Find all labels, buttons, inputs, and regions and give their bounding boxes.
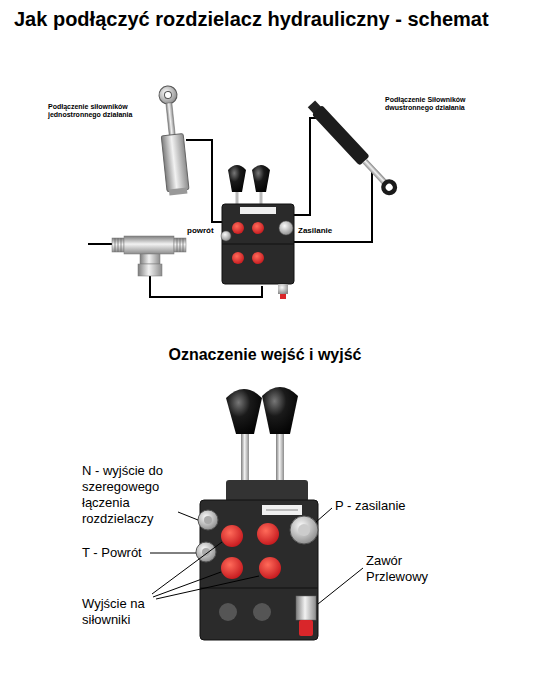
large-valve-part xyxy=(253,603,271,621)
port-callout: P - zasilanie xyxy=(335,498,406,514)
small-valve-part xyxy=(228,165,246,192)
small-valve-part xyxy=(279,221,293,235)
small-valve-part xyxy=(252,252,264,264)
tee-fitting-part xyxy=(140,254,160,264)
large-valve-part xyxy=(276,432,284,484)
port-callout: T - Powrót xyxy=(82,545,142,561)
small-valve-part xyxy=(280,294,286,299)
small-valve-part xyxy=(252,165,270,192)
large-valve-part xyxy=(226,389,262,434)
page-title: Jak podłączyć rozdzielacz hydrauliczny -… xyxy=(14,8,489,31)
hose-line xyxy=(294,118,318,215)
single-acting-cylinder xyxy=(156,85,189,196)
port-label: Zasilanie xyxy=(298,226,332,236)
leader-line xyxy=(150,553,196,554)
large-valve-part xyxy=(296,596,316,620)
single-acting-cylinder-part xyxy=(164,91,172,99)
hose-line xyxy=(88,243,112,245)
large-valve-part xyxy=(262,387,298,434)
cylinder-label: Podłączenie siłowników jednostronnego dz… xyxy=(48,103,153,120)
large-valve-part xyxy=(298,524,310,536)
large-valve-part xyxy=(226,480,308,502)
tee-fitting-part xyxy=(138,264,162,276)
double-acting-cylinder xyxy=(306,98,401,198)
small-valve-part xyxy=(222,244,294,245)
double-acting-cylinder-part xyxy=(362,159,387,185)
port-callout: N - wyjście do szeregowego łączenia rozd… xyxy=(82,463,182,527)
large-valve-part xyxy=(221,557,243,579)
large-valve-part xyxy=(299,620,313,636)
small-valve-part xyxy=(221,231,231,241)
single-acting-cylinder-part xyxy=(158,85,178,105)
double-acting-cylinder-part xyxy=(378,176,401,199)
large-valve-part xyxy=(241,432,249,484)
hose-line xyxy=(294,166,372,242)
leader-line xyxy=(316,508,332,522)
double-acting-cylinder-part xyxy=(312,105,370,166)
small-valve-part xyxy=(278,284,288,294)
large-valve-part xyxy=(266,510,298,511)
small-valve-part xyxy=(222,204,294,284)
part-callout: Zawór Przlewowy xyxy=(366,553,446,585)
single-acting-cylinder-part xyxy=(166,103,176,137)
large-valve-part xyxy=(221,525,243,547)
single-acting-cylinder-part xyxy=(161,134,189,192)
small-valve-part xyxy=(232,222,244,234)
large-valve-part xyxy=(198,510,218,530)
small-valve-part xyxy=(252,222,264,234)
tee-fitting-part xyxy=(124,236,174,254)
large-valve-part xyxy=(219,603,237,621)
large-valve-part xyxy=(200,588,318,589)
large-valve-part xyxy=(259,557,281,579)
section-heading: Oznaczenie wejść i wyjść xyxy=(0,345,530,364)
large-valve-part xyxy=(262,505,302,515)
cylinder-label: Podłączenie Siłowników dwustronnego dzia… xyxy=(385,96,493,113)
small-valve xyxy=(221,165,294,299)
small-valve-part xyxy=(240,207,276,214)
hydraulic-hoses xyxy=(88,118,372,297)
leader-line xyxy=(156,576,259,599)
port-label: powrót xyxy=(186,226,215,236)
leader-lines xyxy=(150,508,363,604)
small-valve-part xyxy=(232,252,244,264)
port-callout: Wyjście na siłowniki xyxy=(82,596,162,628)
large-valve-part xyxy=(204,516,212,524)
leader-line xyxy=(318,568,363,604)
leader-line xyxy=(178,512,198,520)
leader-line xyxy=(153,572,221,597)
large-valve xyxy=(196,387,318,640)
single-acting-cylinder-part xyxy=(169,188,188,196)
double-acting-cylinder-part xyxy=(384,182,394,192)
large-valve-part xyxy=(257,523,279,545)
hose-line xyxy=(186,140,222,222)
large-valve-part xyxy=(290,516,318,544)
tee-fitting-part xyxy=(115,238,183,252)
tee-fitting xyxy=(112,236,186,276)
